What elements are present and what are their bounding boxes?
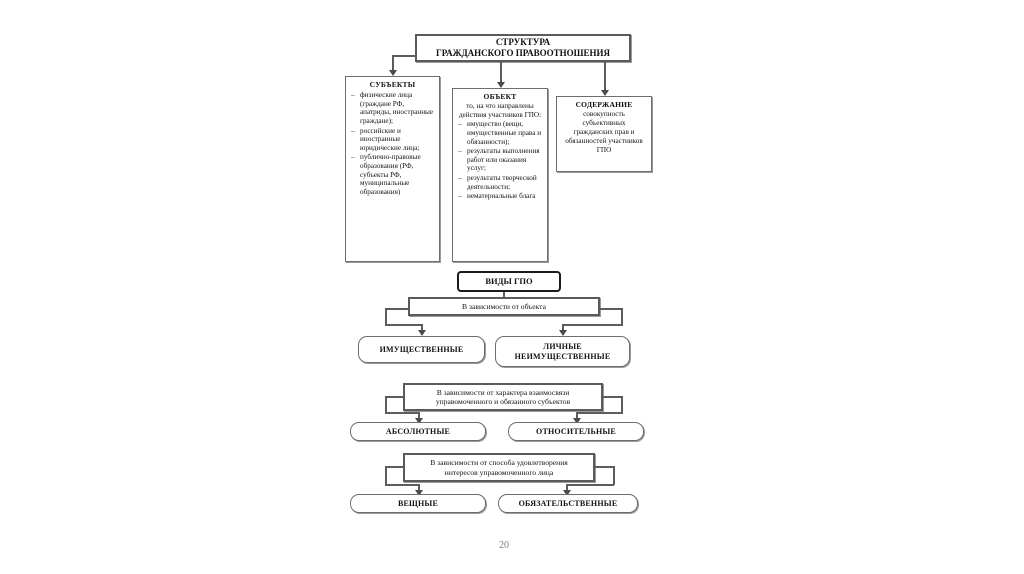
connector-title-right-vertical xyxy=(604,62,606,92)
list-item: нематериальные блага xyxy=(458,192,542,201)
arrow-to-subjects xyxy=(389,70,397,76)
type-box-personal: ЛИЧНЫЕ НЕИМУЩЕСТВЕННЫЕ xyxy=(495,336,630,367)
content-text: совокупность субъективных гражданских пр… xyxy=(565,110,643,154)
type-box-absolute: АБСОЛЮТНЫЕ xyxy=(350,422,486,441)
arrow-to-real-rights xyxy=(415,490,423,496)
connector-title-center-vertical xyxy=(500,62,502,84)
criterion-3-line-1: В зависимости от способа удовлетворения xyxy=(430,458,568,468)
type-box-real: ВЕЩНЫЕ xyxy=(350,494,486,513)
list-item: результаты творческой деятельности; xyxy=(458,174,542,191)
g3-right-horizontal-2 xyxy=(566,484,614,486)
object-intro: то, на что направлены действия участнико… xyxy=(458,102,542,119)
title-line-1: СТРУКТУРА xyxy=(495,37,551,48)
subjects-header: СУБЪЕКТЫ xyxy=(369,80,416,89)
content-header: СОДЕРЖАНИЕ xyxy=(575,100,633,109)
g2-right-drop xyxy=(576,412,578,420)
g2-left-vertical xyxy=(385,396,387,413)
subjects-list: физические лица (граждане РФ, апатриды, … xyxy=(351,90,434,197)
list-item: результаты выполнения работ или оказания… xyxy=(458,147,542,173)
arrow-to-relative xyxy=(573,418,581,424)
type-personal-label-2: НЕИМУЩЕСТВЕННЫЕ xyxy=(514,351,611,361)
arrow-to-personal-rel xyxy=(559,330,567,336)
title-line-2: ГРАЖДАНСКОГО ПРАВООТНОШЕНИЯ xyxy=(436,48,610,58)
g2-left-horizontal-2 xyxy=(385,412,419,414)
connector-types-to-group1 xyxy=(503,292,505,297)
arrow-to-content xyxy=(601,90,609,96)
list-item: публично-правовые образования (РФ, субъе… xyxy=(351,153,434,196)
list-item: физические лица (граждане РФ, апатриды, … xyxy=(351,91,434,126)
g3-left-horizontal-2 xyxy=(385,484,419,486)
criterion-box-2: В зависимости от характера взаимосвязи у… xyxy=(403,383,603,411)
list-item: российские и иностранные юридические лиц… xyxy=(351,127,434,153)
arrow-to-obligation-rights xyxy=(563,490,571,496)
column-subjects: СУБЪЕКТЫ физические лица (граждане РФ, а… xyxy=(345,76,440,262)
g1-right-horizontal-2 xyxy=(562,324,623,326)
g2-left-horizontal xyxy=(385,396,404,398)
g3-right-vertical xyxy=(613,466,615,485)
type-real-label: ВЕЩНЫЕ xyxy=(397,499,439,508)
type-absolute-label: АБСОЛЮТНЫЕ xyxy=(385,427,451,436)
connector-title-left-horizontal xyxy=(392,55,416,57)
type-box-property: ИМУЩЕСТВЕННЫЕ xyxy=(358,336,485,363)
type-relative-label: ОТНОСИТЕЛЬНЫЕ xyxy=(536,427,616,436)
g1-left-horizontal xyxy=(385,308,409,310)
type-property-label: ИМУЩЕСТВЕННЫЕ xyxy=(379,345,464,354)
criterion-box-1: В зависимости от объекта xyxy=(408,297,600,316)
criterion-3-line-2: интересов управомоченного лица xyxy=(444,467,554,477)
column-object: ОБЪЕКТ то, на что направлены действия уч… xyxy=(452,88,548,262)
g2-right-horizontal-2 xyxy=(576,412,623,414)
criterion-1-text: В зависимости от объекта xyxy=(462,302,546,311)
g1-left-drop xyxy=(421,324,423,332)
arrow-to-absolute xyxy=(415,418,423,424)
type-personal-label-1: ЛИЧНЫЕ xyxy=(543,341,582,351)
type-box-obligation: ОБЯЗАТЕЛЬСТВЕННЫЕ xyxy=(498,494,638,513)
list-item: имущество (вещи, имущественные права и о… xyxy=(458,120,542,146)
title-box: СТРУКТУРА ГРАЖДАНСКОГО ПРАВООТНОШЕНИЯ xyxy=(415,34,631,62)
type-box-relative: ОТНОСИТЕЛЬНЫЕ xyxy=(508,422,644,441)
g3-right-drop xyxy=(566,484,568,492)
g1-right-horizontal xyxy=(599,308,623,310)
types-header: ВИДЫ ГПО xyxy=(485,276,533,287)
g3-left-horizontal xyxy=(385,466,404,468)
g3-left-vertical xyxy=(385,466,387,485)
g1-right-drop xyxy=(562,324,564,332)
g1-left-vertical xyxy=(385,308,387,325)
criterion-2-line-2: управомоченного и обязанного субъектов xyxy=(435,397,571,406)
page-number: 20 xyxy=(499,540,509,551)
g3-right-horizontal xyxy=(594,466,614,468)
column-content: СОДЕРЖАНИЕ совокупность субъективных гра… xyxy=(556,96,652,172)
arrow-to-property-rel xyxy=(418,330,426,336)
type-obligation-label: ОБЯЗАТЕЛЬСТВЕННЫЕ xyxy=(518,499,618,508)
g3-left-drop xyxy=(418,484,420,492)
criterion-box-3: В зависимости от способа удовлетворения … xyxy=(403,453,595,482)
object-list: имущество (вещи, имущественные права и о… xyxy=(458,119,542,201)
object-header: ОБЪЕКТ xyxy=(483,92,517,101)
g1-right-vertical xyxy=(621,308,623,325)
g1-left-horizontal-2 xyxy=(385,324,422,326)
types-header-box: ВИДЫ ГПО xyxy=(457,271,561,292)
g2-right-horizontal xyxy=(602,396,622,398)
arrow-to-object xyxy=(497,82,505,88)
connector-title-left-vertical xyxy=(392,55,394,72)
g2-right-vertical xyxy=(621,396,623,413)
g2-left-drop xyxy=(418,412,420,420)
criterion-2-line-1: В зависимости от характера взаимосвязи xyxy=(436,387,570,397)
